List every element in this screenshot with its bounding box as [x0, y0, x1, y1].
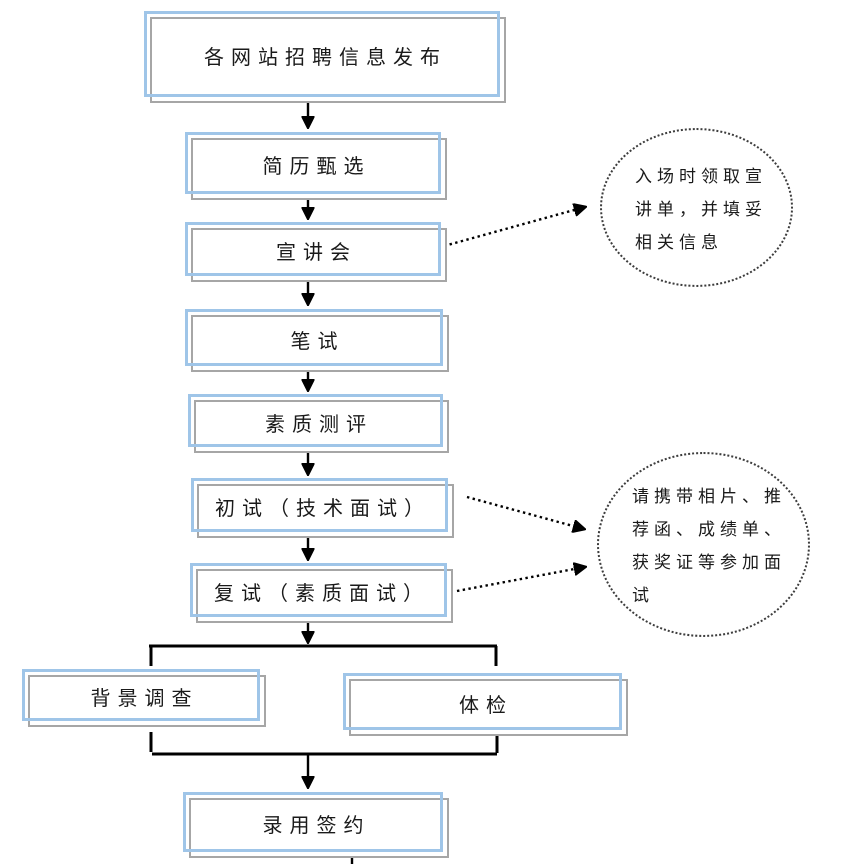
flow-node-physical-exam: 体检: [343, 673, 628, 736]
node-face: 素质测评: [188, 394, 443, 447]
node-face: 体检: [343, 673, 622, 730]
flow-node-presentation: 宣讲会: [185, 222, 447, 282]
note-line: 入场时领取宣: [635, 167, 767, 186]
annotation-presentation-note: 入场时领取宣 讲单，并填妥 相关信息: [600, 128, 793, 287]
node-label: 宣讲会: [276, 242, 357, 264]
node-face: 简历甄选: [185, 132, 441, 194]
flow-node-background-check: 背景调查: [22, 669, 266, 727]
flow-node-written-test: 笔试: [185, 309, 449, 372]
node-shadow: [349, 679, 628, 736]
dotted-arrow-first-interview-to-note: [466, 495, 584, 529]
node-face: 各网站招聘信息发布: [144, 11, 500, 97]
note-text: 入场时领取宣 讲单，并填妥 相关信息: [602, 130, 791, 259]
flow-node-publish: 各网站招聘信息发布: [144, 11, 506, 103]
node-label: 素质测评: [265, 413, 373, 436]
node-label: 简历甄选: [262, 156, 371, 178]
dotted-arrow-presentation-to-note: [443, 207, 585, 248]
flow-node-first-interview: 初试（技术面试）: [191, 478, 454, 538]
dotted-arrow-second-interview-to-note: [456, 567, 585, 593]
node-shadow: [191, 138, 447, 200]
node-face: 录用签约: [183, 792, 443, 852]
flow-node-assessment: 素质测评: [188, 394, 449, 453]
note-line: 相关信息: [635, 233, 723, 252]
note-line: 讲单，并填妥: [635, 200, 767, 219]
node-label: 笔试: [290, 330, 345, 353]
node-label: 初试（技术面试）: [215, 498, 431, 520]
node-face: 初试（技术面试）: [191, 478, 448, 532]
node-label: 录用签约: [262, 815, 371, 837]
node-label: 体检: [459, 694, 513, 717]
flow-node-second-interview: 复试（素质面试）: [190, 563, 453, 623]
node-shadow: [150, 17, 506, 103]
node-shadow: [189, 798, 449, 858]
node-face: 背景调查: [22, 669, 260, 721]
note-line: 试: [632, 586, 654, 605]
note-text: 请携带相片、推 荐函、成绩单、 获奖证等参加面 试: [599, 454, 808, 612]
note-line: 荐函、成绩单、: [632, 520, 786, 539]
node-label: 背景调查: [90, 688, 199, 710]
node-label: 复试（素质面试）: [214, 583, 430, 605]
node-label: 各网站招聘信息发布: [204, 47, 447, 69]
node-face: 复试（素质面试）: [190, 563, 447, 617]
node-face: 宣讲会: [185, 222, 441, 276]
annotation-interview-note: 请携带相片、推 荐函、成绩单、 获奖证等参加面 试: [597, 452, 810, 637]
flow-node-resume-screening: 简历甄选: [185, 132, 447, 200]
node-shadow: [191, 315, 449, 372]
note-line: 获奖证等参加面: [632, 553, 786, 572]
node-face: 笔试: [185, 309, 443, 366]
note-line: 请携带相片、推: [632, 487, 786, 506]
flow-node-offer-signing: 录用签约: [183, 792, 449, 858]
